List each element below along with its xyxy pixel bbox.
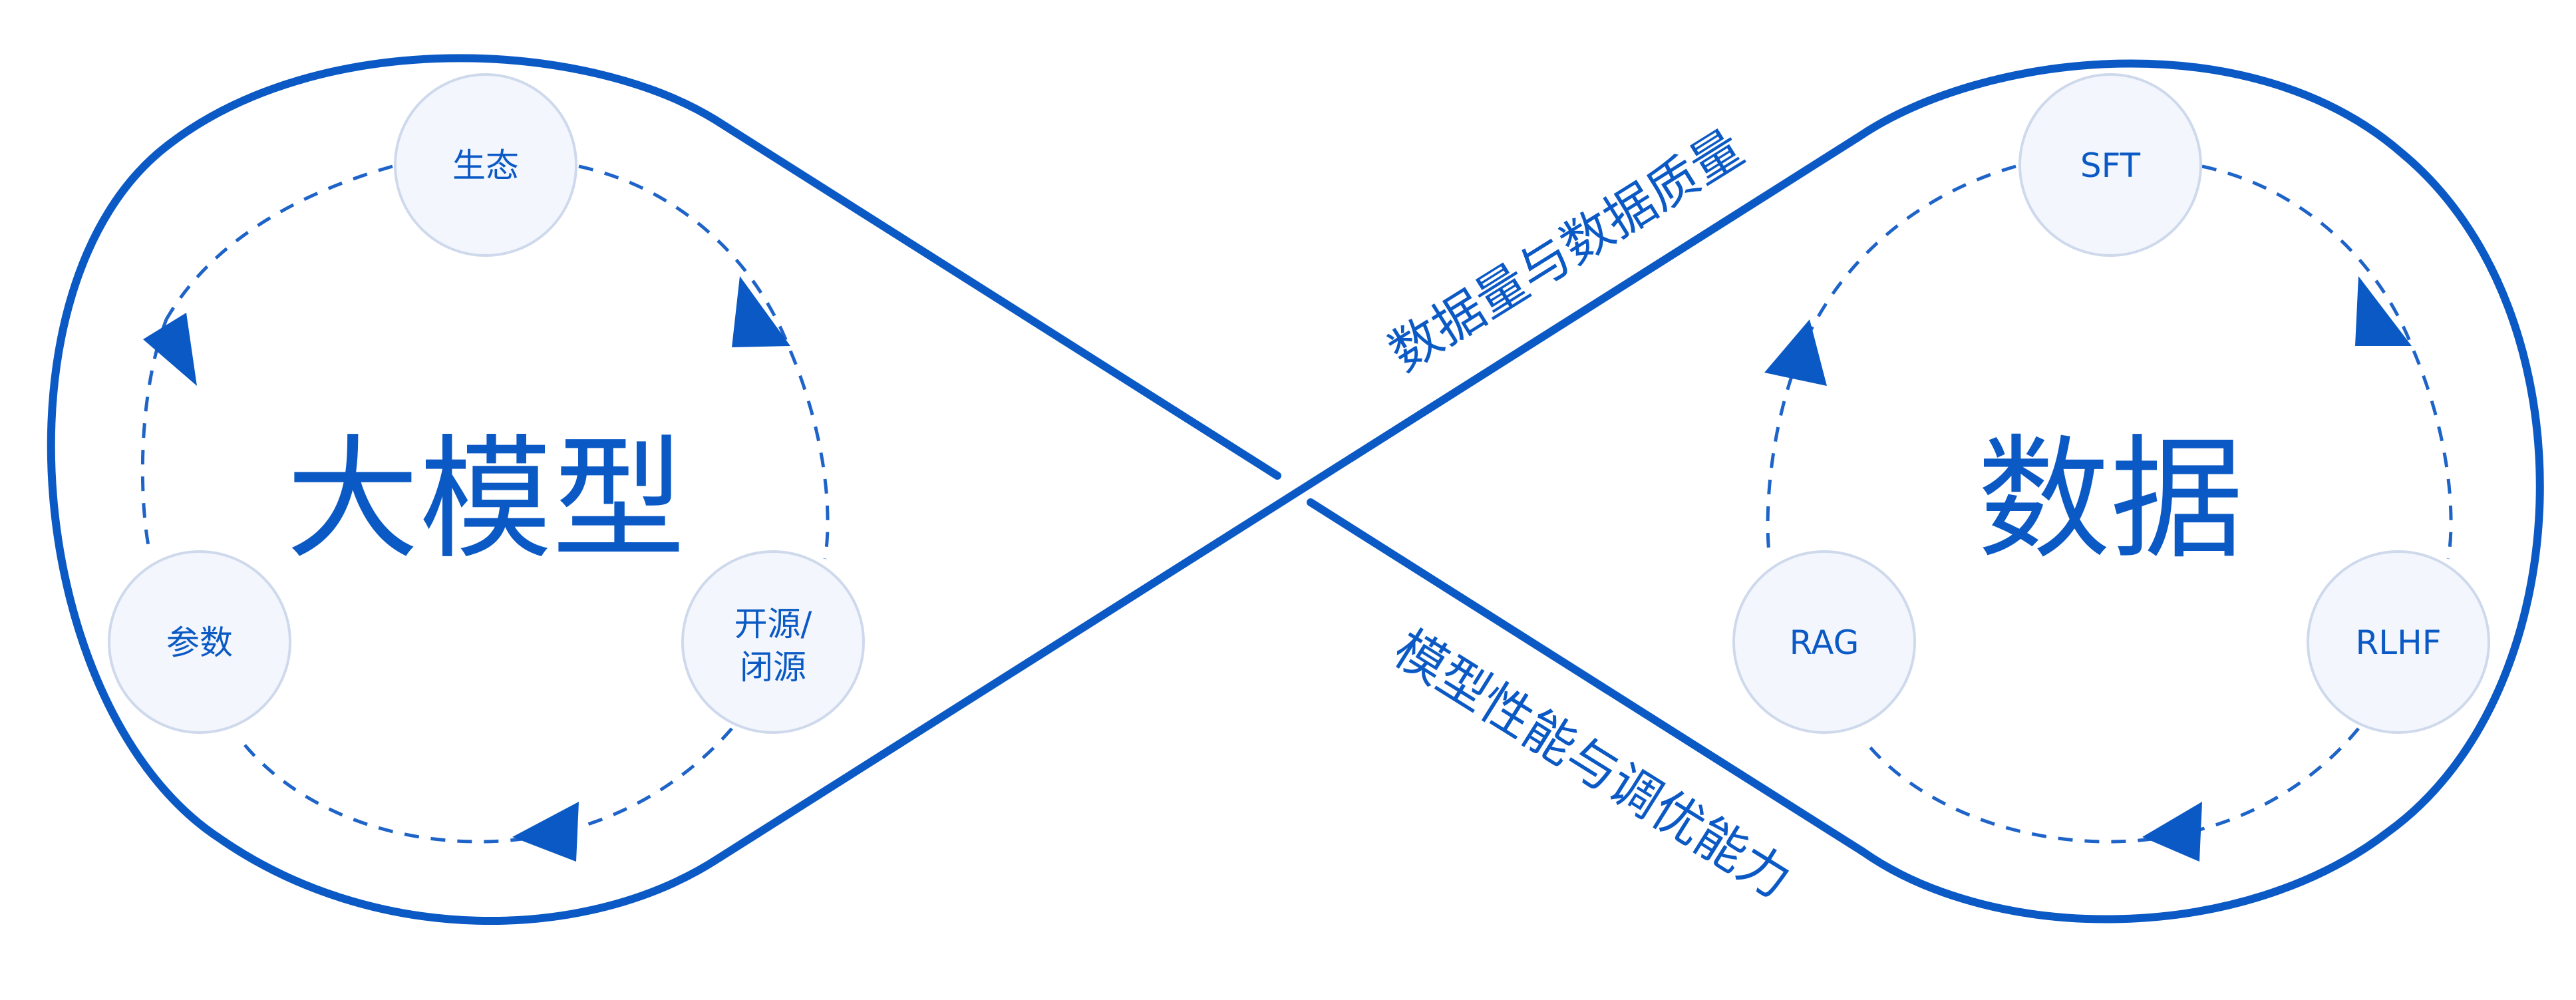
node-rlhf: RLHF	[2307, 550, 2490, 734]
node-open-label: 开源/	[734, 605, 812, 643]
right-cycle-arc-bottom	[1861, 727, 2360, 844]
node-parameters: 参数	[108, 550, 291, 734]
left-cycle-arc-bottom	[238, 727, 733, 844]
left-cycle-arrow-top-right	[732, 276, 790, 347]
right-title: 数据	[1977, 422, 2243, 578]
left-cycle	[140, 164, 830, 862]
left-cycle-arrow-left	[143, 313, 197, 386]
node-sft: SFT	[2018, 73, 2202, 257]
node-rag-circle	[1732, 550, 1916, 734]
node-parameters-circle	[108, 550, 291, 734]
node-rag: RAG	[1732, 550, 1916, 734]
right-cycle	[1764, 164, 2453, 862]
node-ecology: 生态	[394, 73, 577, 257]
left-title: 大模型	[286, 422, 685, 578]
left-cycle-arc-left	[140, 319, 168, 553]
right-cycle-arc-right	[2201, 164, 2453, 560]
node-open-closed-source: 开源/ 闭源	[681, 550, 865, 734]
node-parameters-label: 参数	[166, 623, 233, 662]
right-cycle-arrow-left	[1764, 319, 1827, 386]
node-rlhf-label: RLHF	[2356, 623, 2442, 662]
node-ecology-label: 生态	[452, 146, 519, 185]
node-sft-circle	[2018, 73, 2202, 257]
node-sft-label: SFT	[2080, 146, 2141, 185]
node-rlhf-circle	[2307, 550, 2490, 734]
node-ecology-circle	[394, 73, 577, 257]
left-cycle-arc-top-left	[164, 164, 393, 321]
node-rag-label: RAG	[1790, 623, 1859, 662]
node-closed-label: 闭源	[740, 648, 806, 687]
left-cycle-arrow-bottom	[512, 802, 579, 862]
right-cycle-arrow-right	[2355, 276, 2412, 346]
node-open-closed-circle	[681, 550, 865, 734]
right-cycle-arrow-bottom	[2142, 802, 2202, 862]
infinity-loop-left-lobe	[47, 54, 2544, 925]
upper-crossing-label: 数据量与数据质量	[1378, 118, 1753, 383]
